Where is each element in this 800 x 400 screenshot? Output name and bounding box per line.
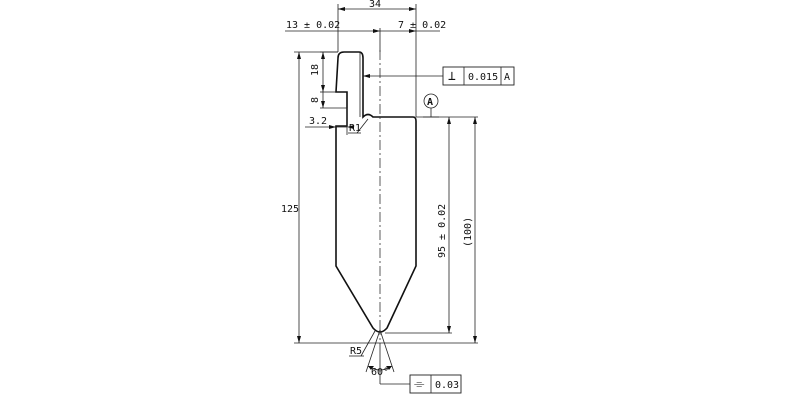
arrow-18-top xyxy=(321,52,325,59)
arrow-18-bottom xyxy=(321,85,325,92)
arrow-125-bottom xyxy=(297,336,301,343)
dim-blade-height: 95 ± 0.02 xyxy=(437,204,448,258)
leader-r1 xyxy=(356,118,369,134)
dim-right-width: 7 ± 0.02 xyxy=(398,20,446,31)
arrow-8-bottom xyxy=(321,101,325,108)
arrow-7-right xyxy=(409,29,416,33)
arrow-125-top xyxy=(297,52,301,59)
dim-notch-height: 8 xyxy=(310,97,321,103)
arrow-perp xyxy=(363,74,370,78)
arrow-angle-left xyxy=(368,366,374,370)
fcf-perpendicularity: ⊥ 0.015 A xyxy=(442,66,515,86)
dim-radius-small: R1 xyxy=(349,123,361,134)
perpendicularity-datum: A xyxy=(504,72,510,83)
tip-extension-left xyxy=(365,329,381,373)
dim-overall-width: 34 xyxy=(369,0,381,10)
symmetry-symbol: ⌯ xyxy=(414,377,425,392)
dim-left-width: 13 ± 0.02 xyxy=(286,20,340,31)
dim-total-height: 125 xyxy=(281,204,299,215)
arrow-34-left xyxy=(338,7,345,11)
perpendicularity-tolerance: 0.015 xyxy=(468,72,498,83)
datum-label: A xyxy=(427,97,433,108)
part-outline xyxy=(335,51,417,333)
symmetry-tolerance: 0.03 xyxy=(435,380,459,391)
perpendicularity-symbol: ⊥ xyxy=(448,69,456,84)
dim-notch-width: 3.2 xyxy=(309,116,327,127)
dim-tip-radius: R5 xyxy=(350,346,362,357)
arrow-3-2-right xyxy=(329,125,336,129)
fcf-symmetry: ⌯ 0.03 xyxy=(409,374,462,394)
leader-r5 xyxy=(360,330,376,357)
dim-ref-height: (100) xyxy=(463,217,474,247)
arrow-angle-right xyxy=(386,366,392,370)
arrow-100-bottom xyxy=(473,336,477,343)
arrow-95-bottom xyxy=(447,326,451,333)
arrow-95-top xyxy=(447,117,451,124)
arrow-13-right xyxy=(373,29,380,33)
arrow-34-right xyxy=(409,7,416,11)
arrow-3-2-left xyxy=(347,125,354,129)
tip-extension-right xyxy=(379,329,395,373)
dim-tang-height: 18 xyxy=(310,64,321,76)
arrow-100-top xyxy=(473,117,477,124)
